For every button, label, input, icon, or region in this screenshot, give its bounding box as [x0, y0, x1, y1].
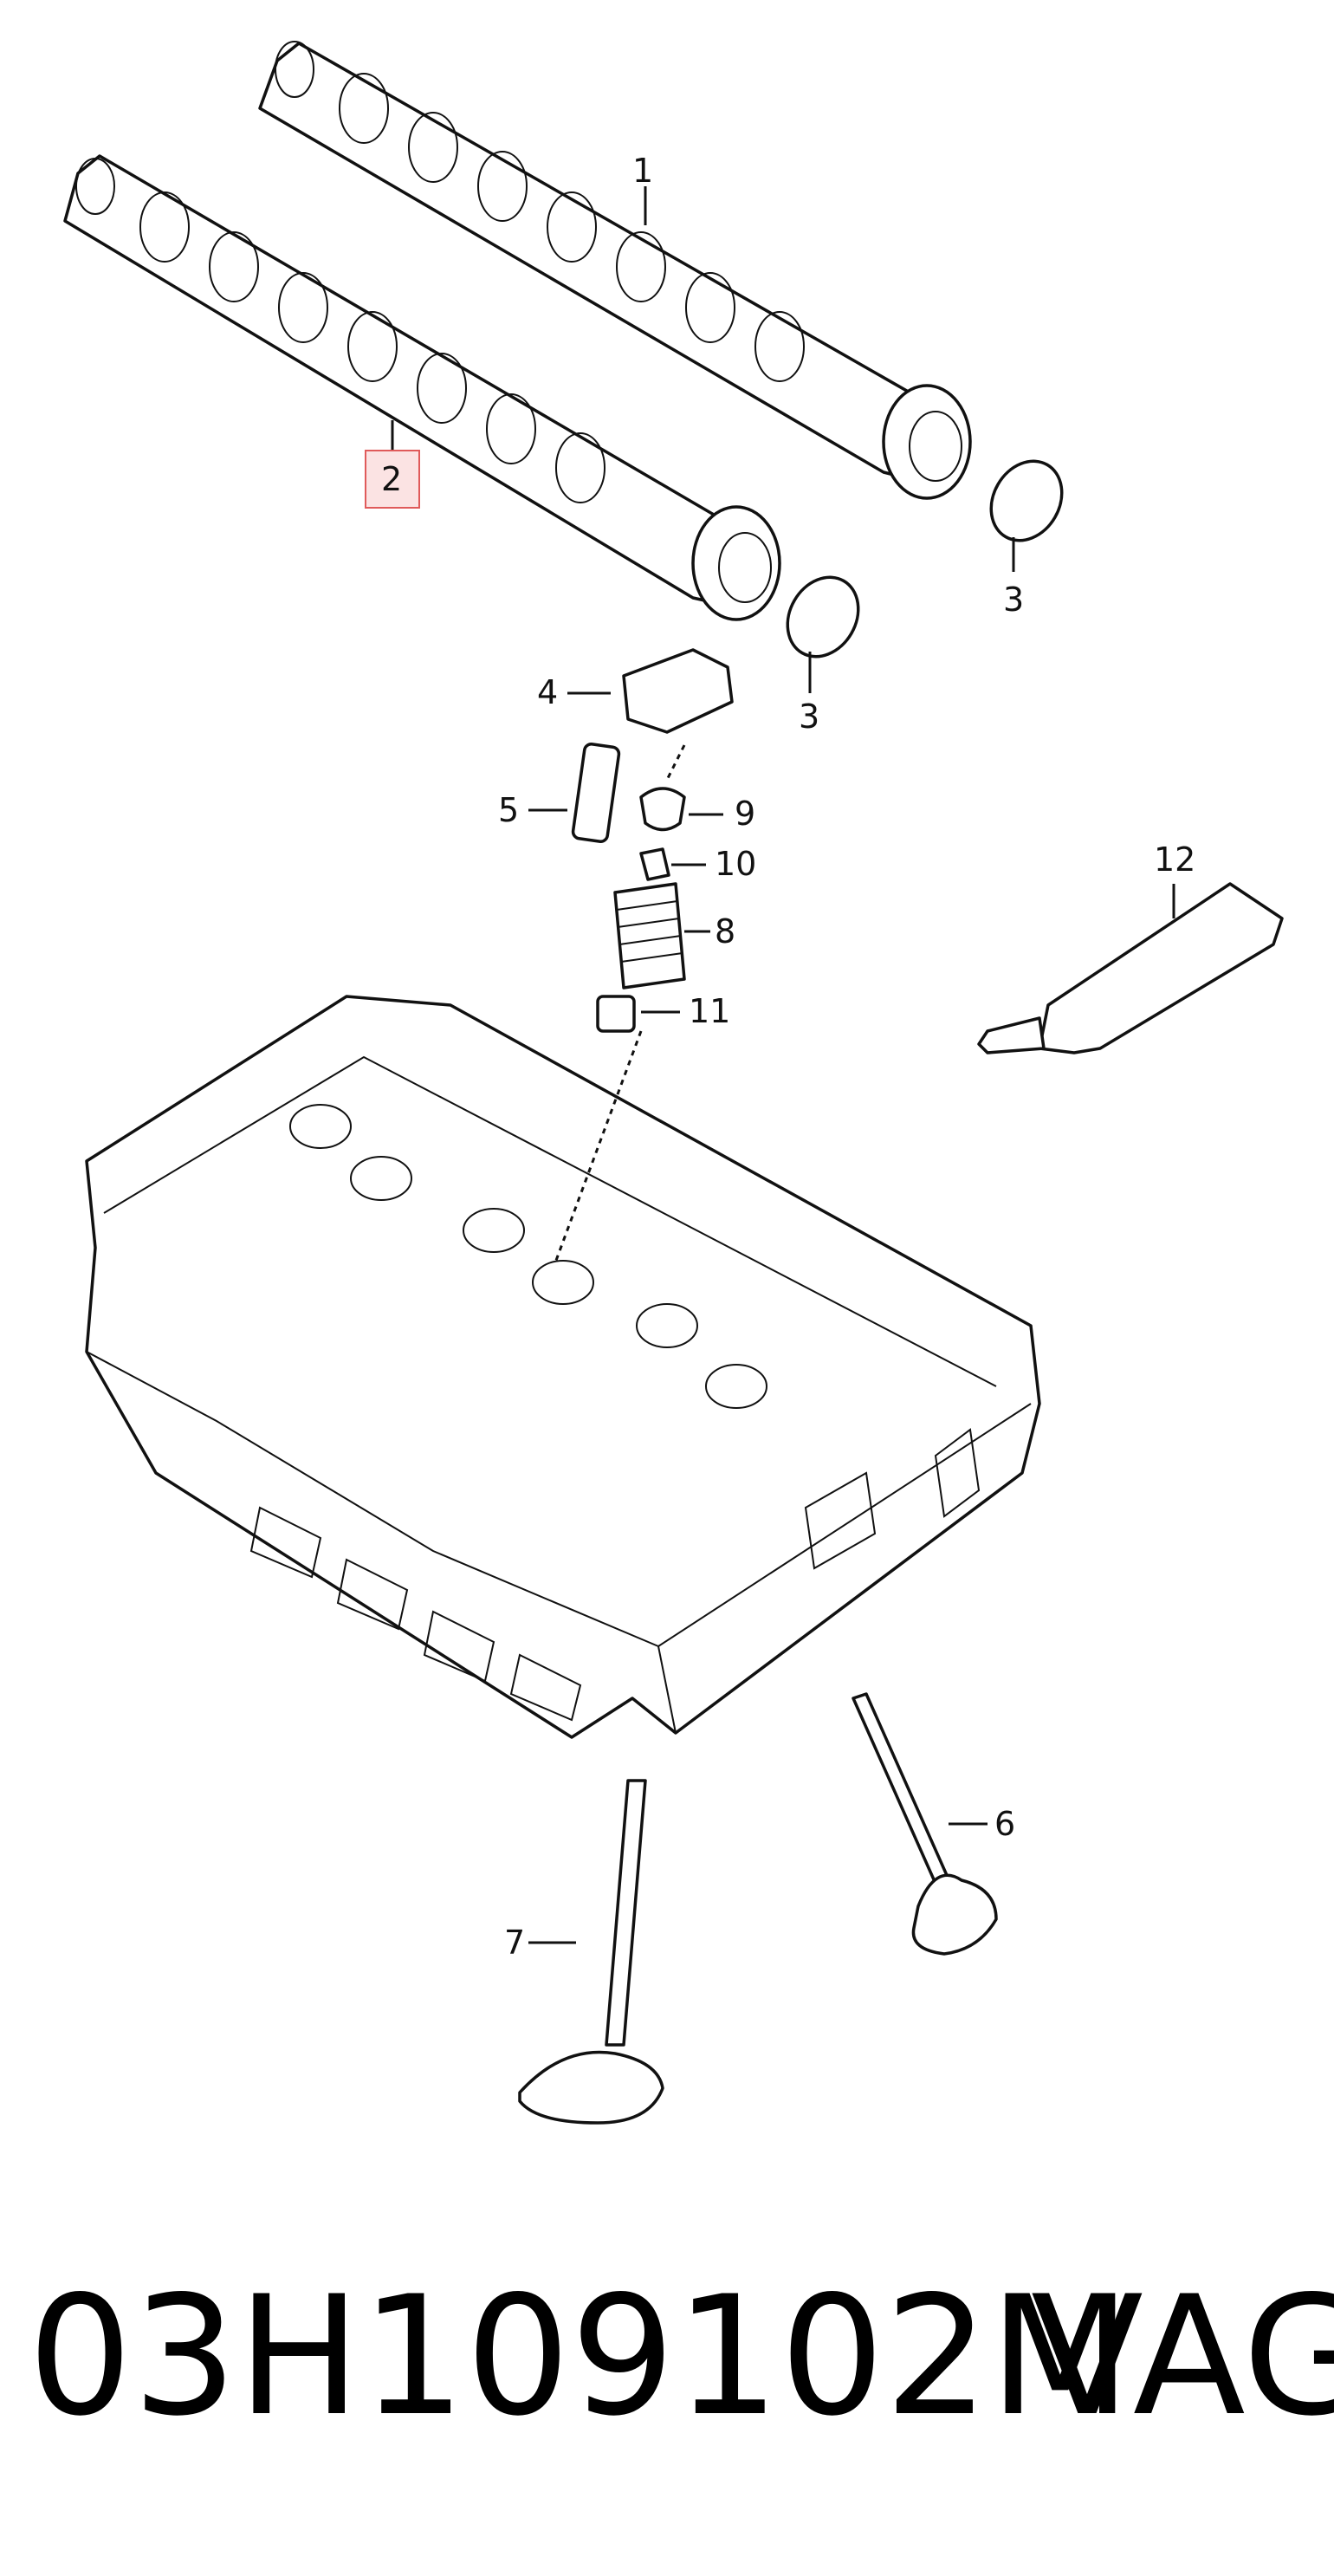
callout-2-highlight	[365, 450, 420, 509]
callout-4: 4	[537, 673, 558, 711]
exhaust-valve-6	[852, 1692, 998, 1956]
callout-3a: 3	[1003, 581, 1024, 619]
callout-7: 7	[504, 1924, 525, 1962]
intake-valve-7	[518, 1779, 664, 2125]
callout-8: 8	[715, 912, 735, 951]
leader-lines	[391, 186, 1175, 1944]
caption: 03H109102M VAG	[0, 2253, 1334, 2461]
callout-6: 6	[994, 1805, 1015, 1843]
o-ring-3b	[786, 575, 860, 659]
callout-3b: 3	[799, 698, 819, 736]
part-number: 03H109102M	[28, 2261, 1131, 2452]
callout-11: 11	[689, 992, 730, 1030]
camshaft-2	[63, 154, 781, 621]
valve-keeper-10	[639, 847, 670, 881]
brand: VAG	[1031, 2261, 1334, 2452]
rocker-arm-4	[622, 648, 734, 734]
callouts: 1 2 3 3 4 5 9 10 8 11 12 6 7	[381, 152, 1195, 1962]
sealant-tube-nozzle	[977, 1016, 1046, 1054]
callout-10: 10	[715, 845, 756, 883]
cylinder-head	[85, 995, 1041, 1739]
valve-stem-seal-9	[639, 787, 686, 832]
callout-12: 12	[1154, 840, 1195, 879]
spring-seat-11	[596, 995, 636, 1033]
callout-5: 5	[498, 791, 519, 829]
callout-9: 9	[735, 795, 755, 833]
valve-spring-8	[613, 882, 686, 990]
hydraulic-lifter-5	[571, 743, 621, 843]
camshaft-1	[258, 41, 972, 500]
callout-1: 1	[632, 152, 653, 190]
o-ring-3a	[989, 459, 1064, 542]
callout-2: 2	[381, 460, 402, 498]
sealant-tube-12	[1038, 882, 1284, 1054]
